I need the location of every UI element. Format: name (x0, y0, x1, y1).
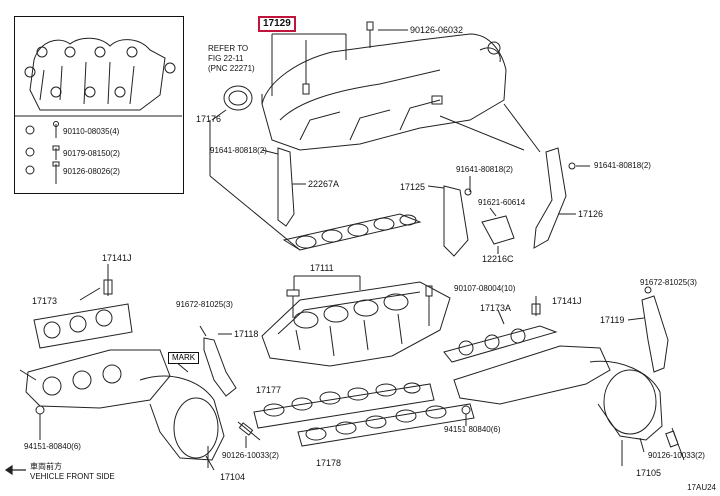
refer-line-3: (PNC 22271) (208, 64, 255, 73)
inset-qty: (4) (109, 127, 120, 136)
stay-22267a (277, 147, 295, 227)
label-17119[interactable]: 17119 (600, 315, 625, 325)
label-17141j-right[interactable]: 17141J (552, 296, 582, 306)
label-90126-left[interactable]: 90126-10033(2) (222, 451, 279, 460)
refer-note: REFER TO FIG 22-11 (PNC 22271) (208, 44, 255, 74)
label-17177[interactable]: 17177 (256, 385, 282, 395)
gasket-17173a (443, 325, 558, 363)
bracket-17118 (203, 337, 237, 397)
label-17141j-left[interactable]: 17141J (102, 253, 132, 263)
stay-17125 (443, 185, 469, 257)
label-91672-left[interactable]: 91672-81025(3) (176, 300, 233, 309)
stay-17126 (533, 147, 567, 249)
label-17176[interactable]: 17176 (196, 114, 222, 124)
vehicle-front-note: 車両前方 VEHICLE FRONT SIDE (30, 462, 115, 482)
label-17173a[interactable]: 17173A (480, 303, 512, 313)
inset-row-2: 90179-08150(2) (63, 149, 120, 158)
label-94151-left[interactable]: 94151-80840(6) (24, 442, 81, 451)
highlighted-part-label[interactable]: 17129 (258, 16, 296, 32)
upper-gasket (282, 213, 422, 251)
inset-fastener-table: 90110-08035(4) 90179-08150(2) 90126-0802… (14, 16, 184, 194)
gasket-17177 (253, 382, 435, 429)
intake-manifold-lower (261, 281, 451, 367)
label-17118[interactable]: 17118 (234, 329, 259, 339)
label-90126-right[interactable]: 90126-10033(2) (648, 451, 705, 460)
exhaust-manifold-left (25, 349, 225, 471)
refer-line-1: REFER TO (208, 44, 249, 53)
inset-row-1: 90110-08035(4) (63, 127, 119, 136)
label-90126-06032[interactable]: 90126-06032 (410, 25, 464, 35)
vehicle-front-en: VEHICLE FRONT SIDE (30, 472, 115, 481)
gasket-17173 (33, 287, 133, 349)
exhaust-manifold-right (453, 345, 663, 453)
label-17104[interactable]: 17104 (220, 472, 246, 482)
label-91621[interactable]: 91621-60614 (478, 198, 526, 207)
inset-manifold-drawing (24, 37, 176, 111)
vehicle-front-jp: 車両前方 (30, 462, 62, 471)
inset-qty: (2) (110, 149, 120, 158)
label-91641-right-b[interactable]: 91641-80818(2) (594, 161, 651, 170)
label-91672-right[interactable]: 91672-81025(3) (640, 278, 697, 287)
intake-plenum-upper (261, 33, 507, 151)
inset-qty: (2) (110, 167, 120, 176)
figure-code: 17AU24 (687, 483, 716, 492)
bracket-17119 (641, 295, 669, 373)
label-17173[interactable]: 17173 (32, 296, 58, 306)
label-91641-left[interactable]: 91641-80818(2) (210, 146, 267, 155)
label-17105[interactable]: 17105 (636, 468, 662, 478)
label-90107[interactable]: 90107-08004(10) (454, 284, 516, 293)
label-22267a[interactable]: 22267A (308, 179, 340, 189)
label-94151-right[interactable]: 94151 80840(6) (444, 425, 501, 434)
gasket-17178 (297, 403, 475, 447)
inset-row-3: 90126-08026(2) (63, 167, 120, 176)
label-17111[interactable]: 17111 (310, 263, 334, 273)
inset-part: 90110-08035 (63, 127, 110, 136)
inset-part: 90126-08026 (63, 167, 111, 176)
label-17125[interactable]: 17125 (400, 182, 426, 192)
refer-line-2: FIG 22-11 (208, 54, 244, 63)
label-17126[interactable]: 17126 (578, 209, 604, 219)
mark-tag: MARK (168, 352, 200, 364)
label-91641-right-a[interactable]: 91641-80818(2) (456, 165, 513, 174)
inset-part: 90179-08150 (63, 149, 111, 158)
gasket-round (223, 85, 253, 111)
label-12216c[interactable]: 12216C (482, 254, 514, 264)
label-17178[interactable]: 17178 (316, 458, 342, 468)
bracket-12216c (481, 215, 515, 245)
